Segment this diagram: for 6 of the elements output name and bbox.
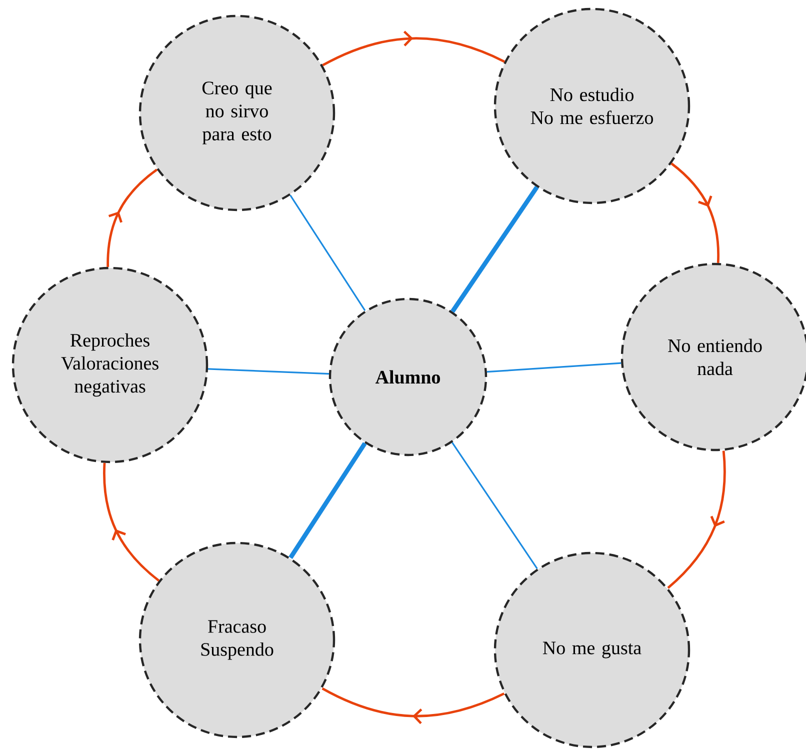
- connector-line: [208, 368, 329, 375]
- connector-line: [288, 442, 367, 559]
- connector-line: [486, 362, 622, 373]
- connector-line: [450, 186, 539, 313]
- connector-line: [290, 194, 366, 312]
- connector-line: [452, 442, 538, 570]
